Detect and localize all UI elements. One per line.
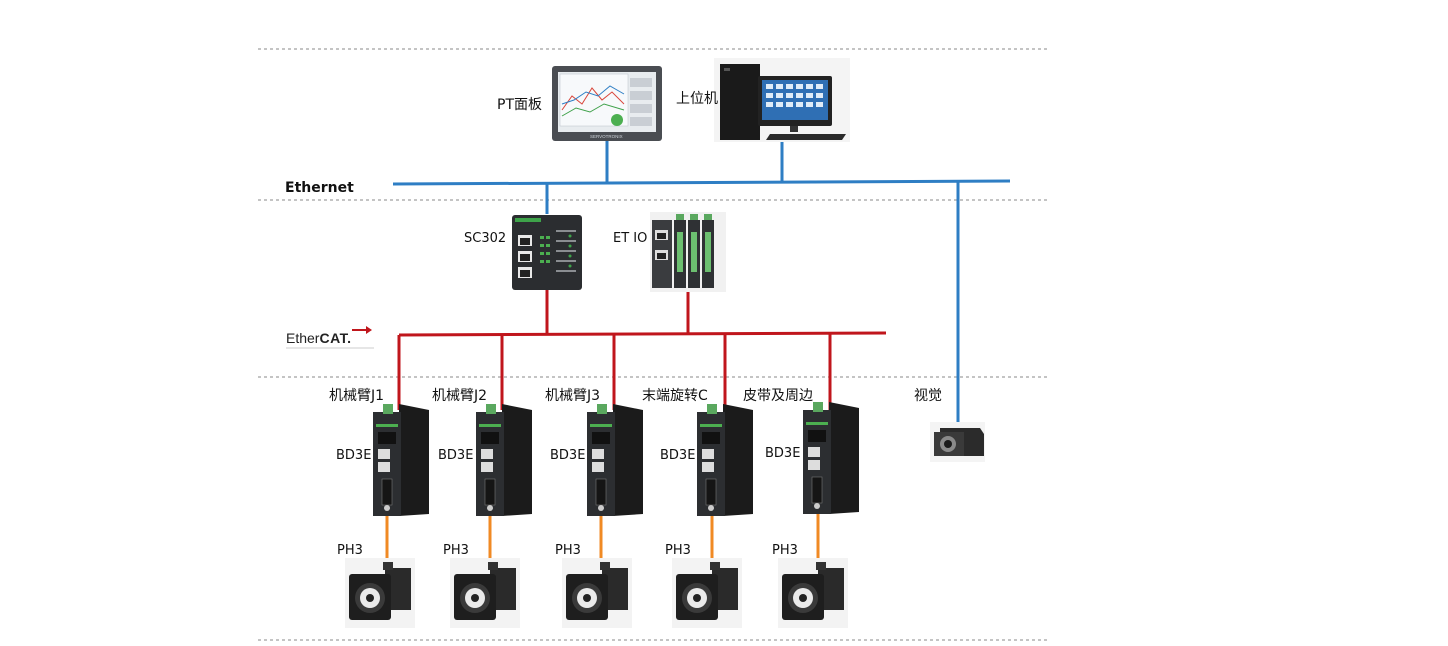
- vision-camera-device: [930, 422, 985, 462]
- sc302-label: SC302: [464, 231, 507, 246]
- group-label-3: 机械臂J3: [545, 388, 601, 404]
- et-io-label: ET IO: [613, 231, 648, 246]
- motor-4: [672, 558, 742, 628]
- group-label-1: 机械臂J1: [329, 388, 385, 404]
- motor-label-3: PH3: [555, 543, 581, 558]
- group-label-5: 皮带及周边: [743, 388, 813, 404]
- group-label-2: 机械臂J2: [432, 388, 488, 404]
- group-label-4: 末端旋转C: [642, 388, 708, 404]
- ethercat-logo-cat: CAT.: [319, 330, 352, 346]
- ethercat-logo: EtherCAT.: [286, 330, 352, 346]
- motor-label-1: PH3: [337, 543, 363, 558]
- ethercat-logo-arrow: [286, 326, 374, 349]
- drive-label-5: BD3E: [765, 446, 801, 461]
- drive-label-2: BD3E: [438, 448, 474, 463]
- motor-2: [450, 558, 520, 628]
- ethercat-logo-ether: Ether: [286, 330, 320, 346]
- et-io-device: [650, 212, 726, 292]
- ethernet-trunk: [392, 179, 1011, 186]
- pt-panel-label: PT面板: [497, 97, 542, 113]
- drive-4: [697, 404, 753, 516]
- host-pc-label: 上位机: [676, 91, 718, 107]
- host-pc-device: [714, 58, 850, 142]
- motor-3: [562, 558, 632, 628]
- motor-label-5: PH3: [772, 543, 798, 558]
- motor-label-4: PH3: [665, 543, 691, 558]
- drive-label-3: BD3E: [550, 448, 586, 463]
- drive-label-4: BD3E: [660, 448, 696, 463]
- ethercat-trunk: [398, 331, 887, 337]
- sc302-device: [512, 215, 582, 290]
- vision-label: 视觉: [914, 388, 942, 404]
- drive-1: [373, 404, 429, 516]
- pt-panel-device: SERVOTRONIX: [552, 66, 662, 141]
- motor-cables: [385, 514, 820, 560]
- drive-label-1: BD3E: [336, 448, 372, 463]
- ethernet-bus: [392, 140, 1011, 422]
- ethercat-bus: [397, 290, 887, 410]
- ethernet-label: Ethernet: [285, 180, 354, 196]
- drive-3: [587, 404, 643, 516]
- motor-1: [345, 558, 415, 628]
- drive-5: [803, 402, 859, 514]
- motor-label-2: PH3: [443, 543, 469, 558]
- motor-5: [778, 558, 848, 628]
- panel-brand: SERVOTRONIX: [590, 134, 623, 139]
- drive-2: [476, 404, 532, 516]
